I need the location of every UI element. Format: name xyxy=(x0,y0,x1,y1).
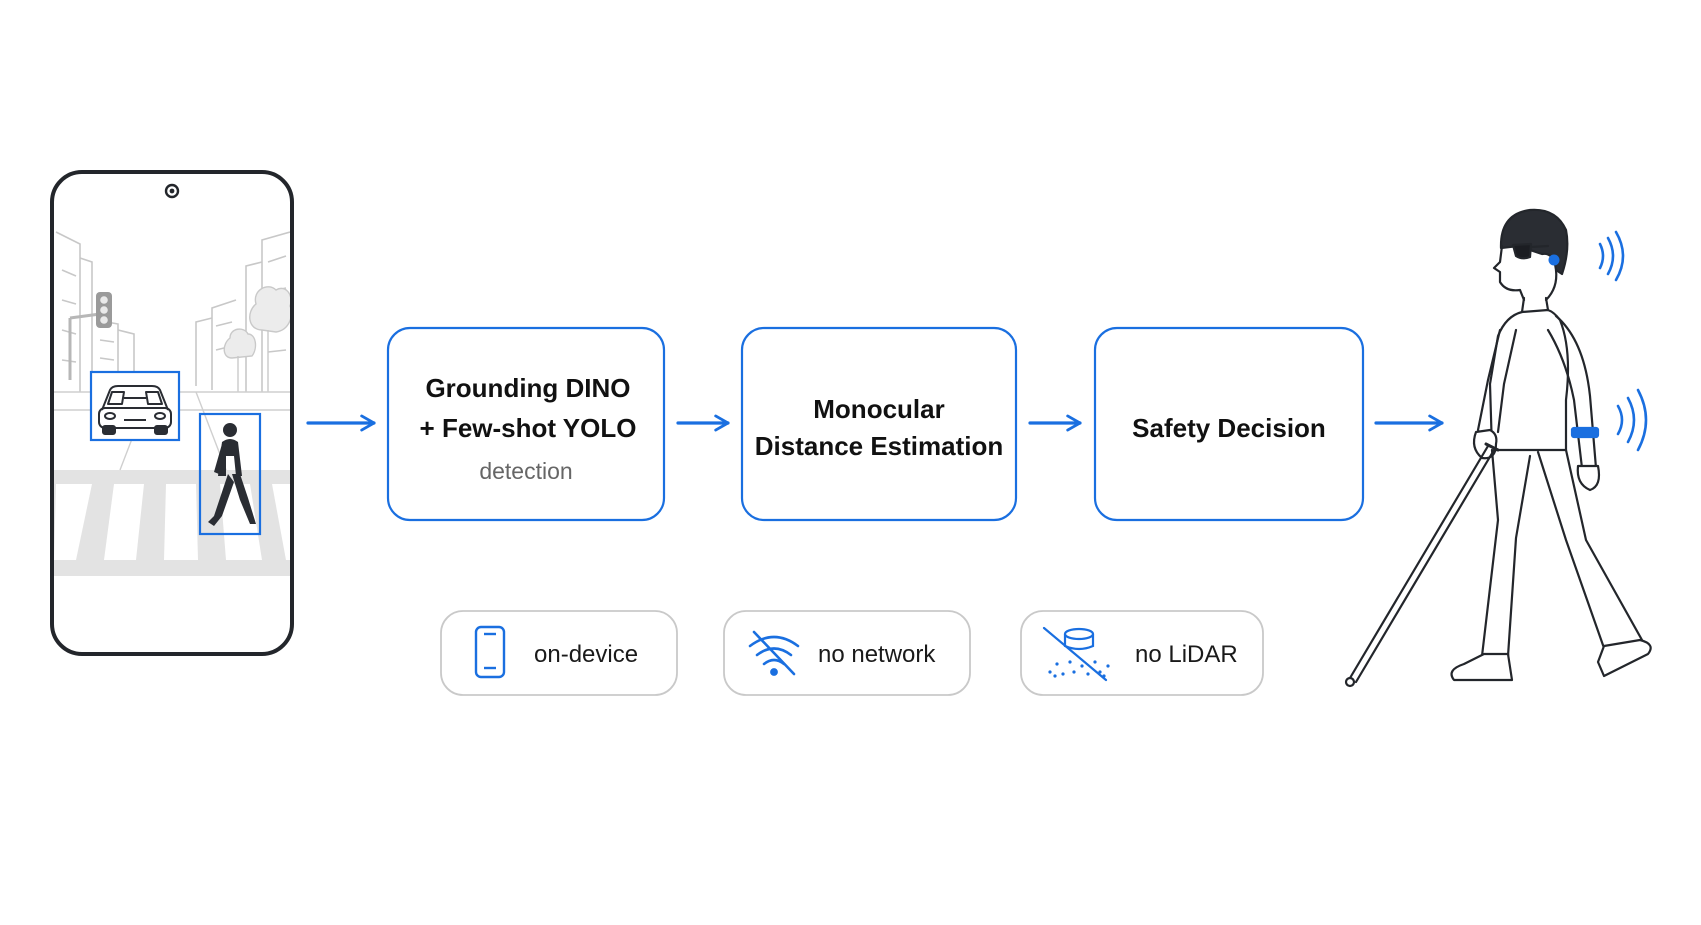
step-distance-line2: Distance Estimation xyxy=(755,431,1004,461)
phone-illustration xyxy=(50,170,294,656)
step-box-distance: Monocular Distance Estimation xyxy=(740,326,1018,522)
step-detection-sub: detection xyxy=(479,458,572,484)
user-with-cane xyxy=(1344,208,1652,688)
constraint-label-no-lidar: no LiDAR xyxy=(1135,641,1238,668)
constraint-pill-on-device: on-device xyxy=(440,610,678,696)
earpiece-icon xyxy=(1548,254,1560,266)
wristband-icon xyxy=(1570,426,1600,439)
step-detection-line1: Grounding DINO xyxy=(425,373,630,403)
step-box-detection: Grounding DINO + Few-shot YOLO detection xyxy=(386,326,666,522)
lidar-off-icon xyxy=(1042,626,1110,682)
crosswalk xyxy=(54,484,290,560)
traffic-light-icon xyxy=(68,292,112,380)
step-box-decision: Safety Decision xyxy=(1093,326,1365,522)
tree-icon xyxy=(223,286,290,392)
audio-feedback-waves-icon xyxy=(1598,230,1625,282)
smartphone-icon xyxy=(474,625,506,679)
step-distance-line1: Monocular xyxy=(813,394,944,424)
pedestrian-icon xyxy=(208,423,256,526)
car-icon xyxy=(98,385,172,435)
step-detection-line2: + Few-shot YOLO xyxy=(420,413,637,443)
car-detection-box xyxy=(89,370,181,442)
step-decision-line1: Safety Decision xyxy=(1132,413,1326,443)
haptic-feedback-waves-icon xyxy=(1616,388,1648,452)
constraint-label-on-device: on-device xyxy=(534,641,638,668)
constraint-pill-no-lidar: no LiDAR xyxy=(1020,610,1264,696)
constraint-pill-no-network: no network xyxy=(723,610,971,696)
wifi-off-icon xyxy=(748,630,800,676)
buildings-right xyxy=(195,231,290,392)
constraint-label-no-network: no network xyxy=(818,641,936,668)
pedestrian-detection-box xyxy=(198,412,262,536)
buildings-left xyxy=(55,231,135,392)
